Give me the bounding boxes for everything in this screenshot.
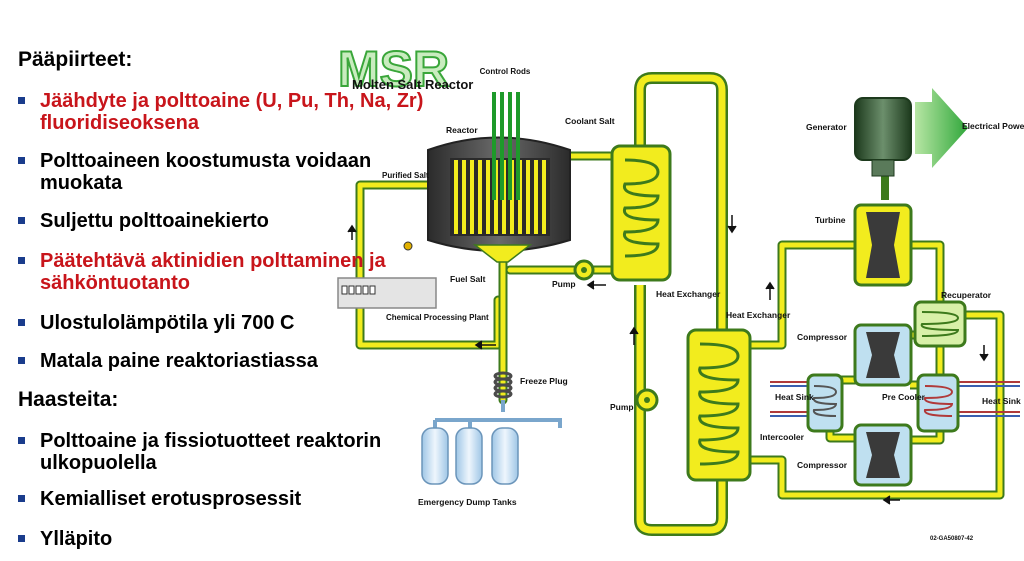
bullet-square-icon	[18, 157, 25, 164]
heat-exchanger-2-label: Heat Exchanger	[726, 310, 791, 320]
generator	[854, 97, 912, 177]
feature-bullet: Matala paine reaktoriastiassa	[18, 350, 438, 372]
logo-subtitle: Molten Salt Reactor	[352, 77, 473, 92]
chemical-processing-plant	[337, 277, 437, 309]
pump-primary-label: Pump	[552, 279, 576, 289]
chemical-processing-plant-label: Chemical Processing Plant	[386, 313, 489, 322]
feature-bullet: Polttoaineen koostumusta voidaan muokata	[18, 150, 438, 194]
heat-exchanger-1-label: Heat Exchanger	[656, 289, 721, 299]
pump-primary-icon	[573, 259, 595, 281]
pump-secondary-label: Pump	[610, 402, 634, 412]
turbine-label: Turbine	[815, 215, 846, 225]
challenge-bullet: Ylläpito	[18, 528, 438, 550]
flow-arrows	[347, 215, 989, 505]
control-rods-label: Control Rods	[480, 67, 531, 76]
bullet-square-icon	[18, 97, 25, 104]
feature-bullet: Ulostulolämpötila yli 700 C	[18, 312, 438, 334]
pre-cooler	[916, 373, 1020, 433]
pump-secondary-icon	[635, 388, 659, 412]
electrical-power-label: Electrical Power	[962, 121, 1024, 131]
intercooler-label: Intercooler	[760, 432, 805, 442]
challenges-heading: Haasteita:	[18, 388, 119, 411]
bullet-square-icon	[18, 217, 25, 224]
secondary-loop	[634, 72, 728, 536]
challenge-bullet: Polttoaine ja fissiotuotteet reaktorin u…	[18, 430, 438, 474]
freeze-plug	[493, 371, 513, 399]
electrical-power-arrow-icon	[915, 88, 968, 168]
figure-id-label: 02-GA50807-42	[930, 536, 974, 542]
bullet-square-icon	[18, 437, 25, 444]
bullet-square-icon	[18, 257, 25, 264]
compressor-lower-label: Compressor	[797, 460, 848, 470]
recuperator-label: Recuperator	[941, 290, 992, 300]
reactor-label: Reactor	[446, 125, 478, 135]
coolant-salt-label: Coolant Salt	[565, 116, 615, 126]
operator-figure-icon	[403, 241, 413, 251]
feature-bullet: Suljettu polttoainekierto	[18, 210, 438, 232]
bullet-square-icon	[18, 495, 25, 502]
feature-bullet: Jäähdyte ja polttoaine (U, Pu, Th, Na, Z…	[18, 90, 438, 134]
recuperator	[913, 300, 967, 348]
bullet-square-icon	[18, 535, 25, 542]
generator-label: Generator	[806, 122, 847, 132]
msr-logo: MSR Molten Salt Reactor	[337, 40, 473, 98]
main-features-heading: Pääpiirteet:	[18, 48, 133, 71]
compressor-upper	[853, 323, 913, 387]
purified-salt-label: Purified Salt	[382, 171, 429, 180]
bullet-square-icon	[18, 357, 25, 364]
reactor-vessel	[427, 136, 571, 263]
emergency-dump-tanks-label: Emergency Dump Tanks	[418, 497, 517, 507]
fuel-salt-label: Fuel Salt	[450, 274, 486, 284]
bullet-square-icon	[18, 319, 25, 326]
intercooler	[770, 373, 844, 433]
pre-cooler-label: Pre Cooler	[882, 392, 926, 402]
heat-exchanger-secondary	[686, 328, 752, 482]
emergency-dump-tanks	[421, 400, 562, 485]
compressor-lower	[853, 423, 913, 487]
feature-bullet: Päätehtävä aktinidien polttaminen ja säh…	[18, 250, 438, 294]
freeze-plug-label: Freeze Plug	[520, 376, 568, 386]
heat-exchanger-primary	[610, 144, 672, 282]
text-column: Pääpiirteet: Jäähdyte ja polttoaine (U, …	[0, 0, 440, 561]
turbine	[853, 203, 913, 287]
compressor-upper-label: Compressor	[797, 332, 848, 342]
challenge-bullet: Kemialliset erotusprosessit	[18, 488, 438, 510]
logo-text: MSR	[338, 41, 449, 97]
control-rods	[492, 92, 520, 200]
heat-sink-left-label: Heat Sink	[775, 392, 814, 402]
heat-sink-right-label: Heat Sink	[982, 396, 1021, 406]
